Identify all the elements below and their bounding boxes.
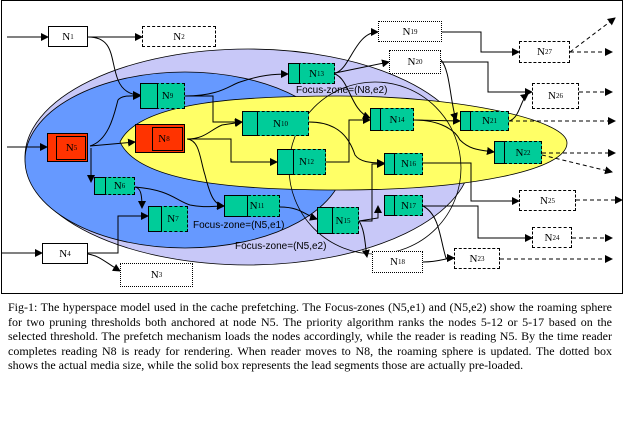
edge [185,95,243,126]
edge [423,205,533,242]
zone-label-n8-e2: Focus-zone=(N8,e2) [296,85,388,96]
edge [422,205,455,262]
edge [186,138,225,210]
edge [358,220,370,258]
zone-label-n5-e2: Focus-zone=(N5,e2) [235,241,327,252]
edge [334,59,390,74]
edge [541,154,613,175]
edge [334,73,371,120]
edge [413,119,495,155]
edge [358,205,382,222]
edge [441,61,533,96]
edge [440,59,458,121]
edge [359,160,385,222]
edge [569,17,616,53]
edge [334,28,379,74]
edge [88,212,149,254]
edge [423,162,520,205]
edge [422,254,455,263]
diagram-frame [1,0,623,294]
edge [184,70,289,97]
edge [89,91,141,147]
edge [508,93,529,122]
edge [308,121,385,167]
edge [89,138,136,147]
edge [134,186,225,211]
zone-label-n5-e1: Focus-zone=(N5,e1) [193,220,285,231]
edges [2,28,533,272]
dashed-edges [500,17,623,263]
edge [87,253,121,272]
edge [187,138,278,166]
edge [442,31,520,56]
edge [87,36,141,99]
edge [279,206,318,221]
figure-caption: Fig-1: The hyperspace model used in the … [8,300,612,372]
